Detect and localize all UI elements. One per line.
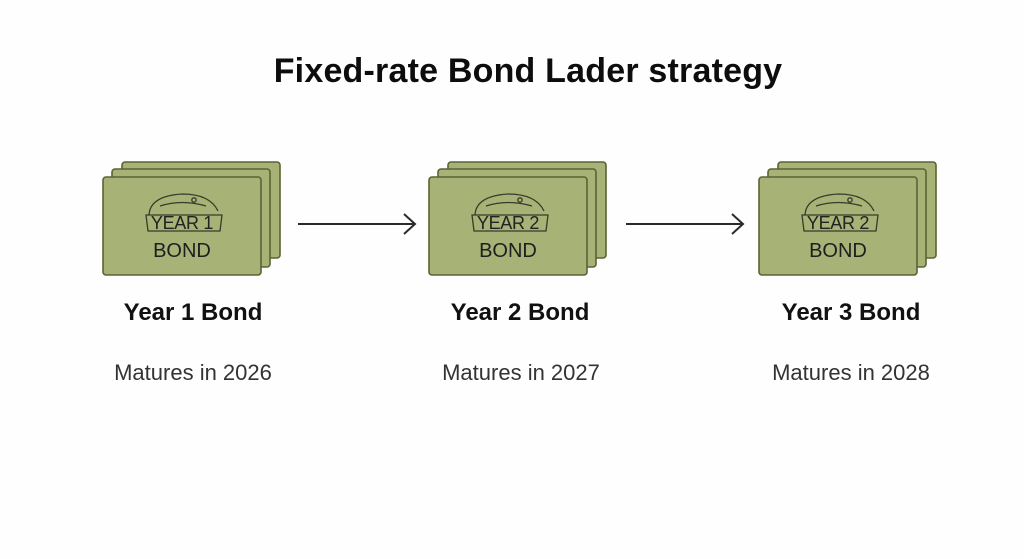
- bond-card-word-text: BOND: [479, 240, 537, 262]
- bond-label-year-2: Year 2 Bond: [450, 299, 590, 326]
- bond-label-year-3: Year 3 Bond: [781, 299, 921, 326]
- bond-stack-year-3: YEAR 2 BOND: [758, 161, 940, 279]
- bond-maturity-year-2: Matures in 2027: [442, 360, 600, 385]
- bond-seal-icon: [145, 193, 223, 232]
- arrow-right-icon: [298, 213, 417, 235]
- bond-maturity-year-3: Matures in 2028: [772, 360, 930, 385]
- bond-maturity-year-1: Matures in 2026: [114, 360, 272, 385]
- bond-certificate-stack: [102, 161, 281, 276]
- bond-stack-year-1: YEAR 1 BOND: [102, 161, 284, 279]
- bond-seal-icon: [801, 193, 879, 232]
- bond-card-word-text: BOND: [153, 240, 211, 262]
- bond-certificate-stack: [428, 161, 607, 276]
- bond-label-year-1: Year 1 Bond: [123, 299, 263, 326]
- bond-card-year-text: YEAR 2: [806, 213, 870, 233]
- arrow-right-icon: [626, 213, 745, 235]
- bond-certificate-stack: [758, 161, 937, 276]
- bond-card-year-text: YEAR 1: [150, 213, 214, 233]
- bond-card-year-text: YEAR 2: [476, 213, 540, 233]
- diagram-title: Fixed-rate Bond Lader strategy: [273, 52, 783, 90]
- bond-seal-icon: [471, 193, 549, 232]
- bond-stack-year-2: YEAR 2 BOND: [428, 161, 610, 279]
- bond-card-word-text: BOND: [809, 240, 867, 262]
